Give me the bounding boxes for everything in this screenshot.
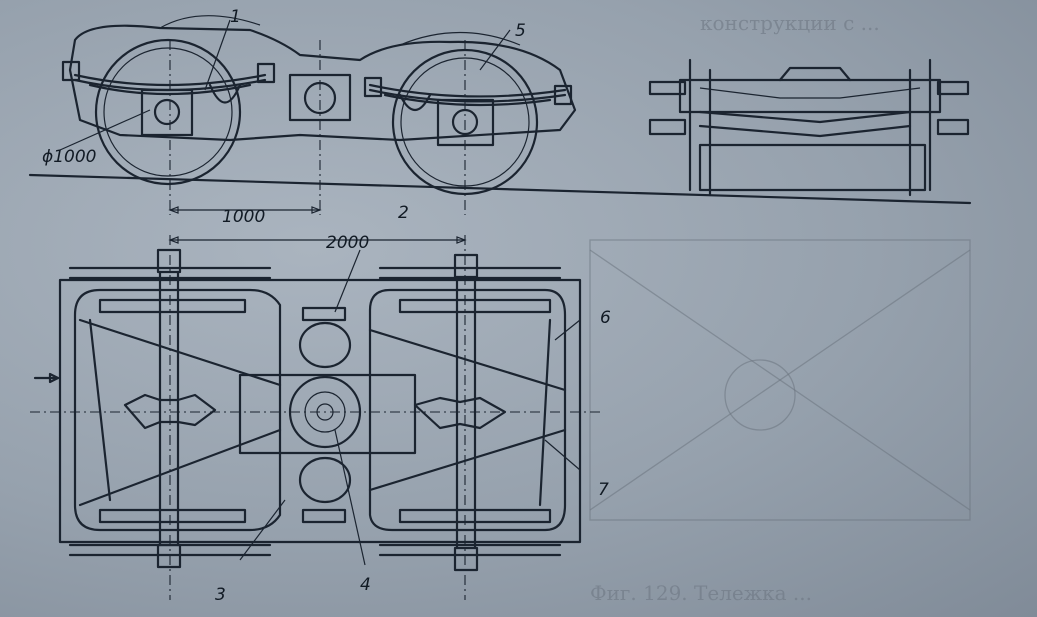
end-view	[648, 58, 970, 197]
callout-6: 6	[600, 308, 611, 328]
leaf-spring-right	[368, 83, 567, 98]
axle-box-right	[436, 98, 495, 147]
wheel-diameter-label: ϕ1000	[42, 147, 96, 167]
dimensions	[168, 206, 467, 244]
axle-end-br	[453, 546, 479, 572]
bolster	[238, 373, 417, 455]
callout-3: 3	[215, 585, 226, 605]
frame-outline	[58, 278, 582, 544]
axle-end-tl	[156, 248, 182, 274]
plan-view	[30, 19, 600, 600]
callout-2: 2	[398, 203, 409, 223]
callout-1: 1	[230, 7, 241, 27]
axle-end-bl	[156, 543, 182, 569]
side-view	[28, 15, 972, 215]
wheel-right	[391, 48, 539, 196]
end-beam	[678, 78, 942, 114]
diameter-leader	[59, 109, 151, 151]
svg-text:конструкции с ...: конструкции с ...	[700, 11, 880, 35]
wheel-left	[94, 38, 242, 186]
callout-7: 7	[598, 480, 609, 500]
bolster-side	[288, 73, 352, 122]
rail-line	[28, 173, 972, 205]
axle-box-left	[140, 88, 194, 137]
leaf-spring-left	[73, 73, 267, 87]
dimension-1000-label: 1000	[222, 207, 265, 227]
callout-5: 5	[515, 21, 526, 41]
dimension-2000-label: 2000	[326, 233, 369, 253]
axle-end-tr	[453, 253, 479, 279]
bleed-through: конструкции с ... Фиг. 129. Тележка ...	[589, 11, 971, 605]
callout-4: 4	[360, 575, 371, 595]
side-frame	[68, 24, 577, 142]
svg-text:Фиг. 129. Тележка ...: Фиг. 129. Тележка ...	[590, 581, 812, 605]
